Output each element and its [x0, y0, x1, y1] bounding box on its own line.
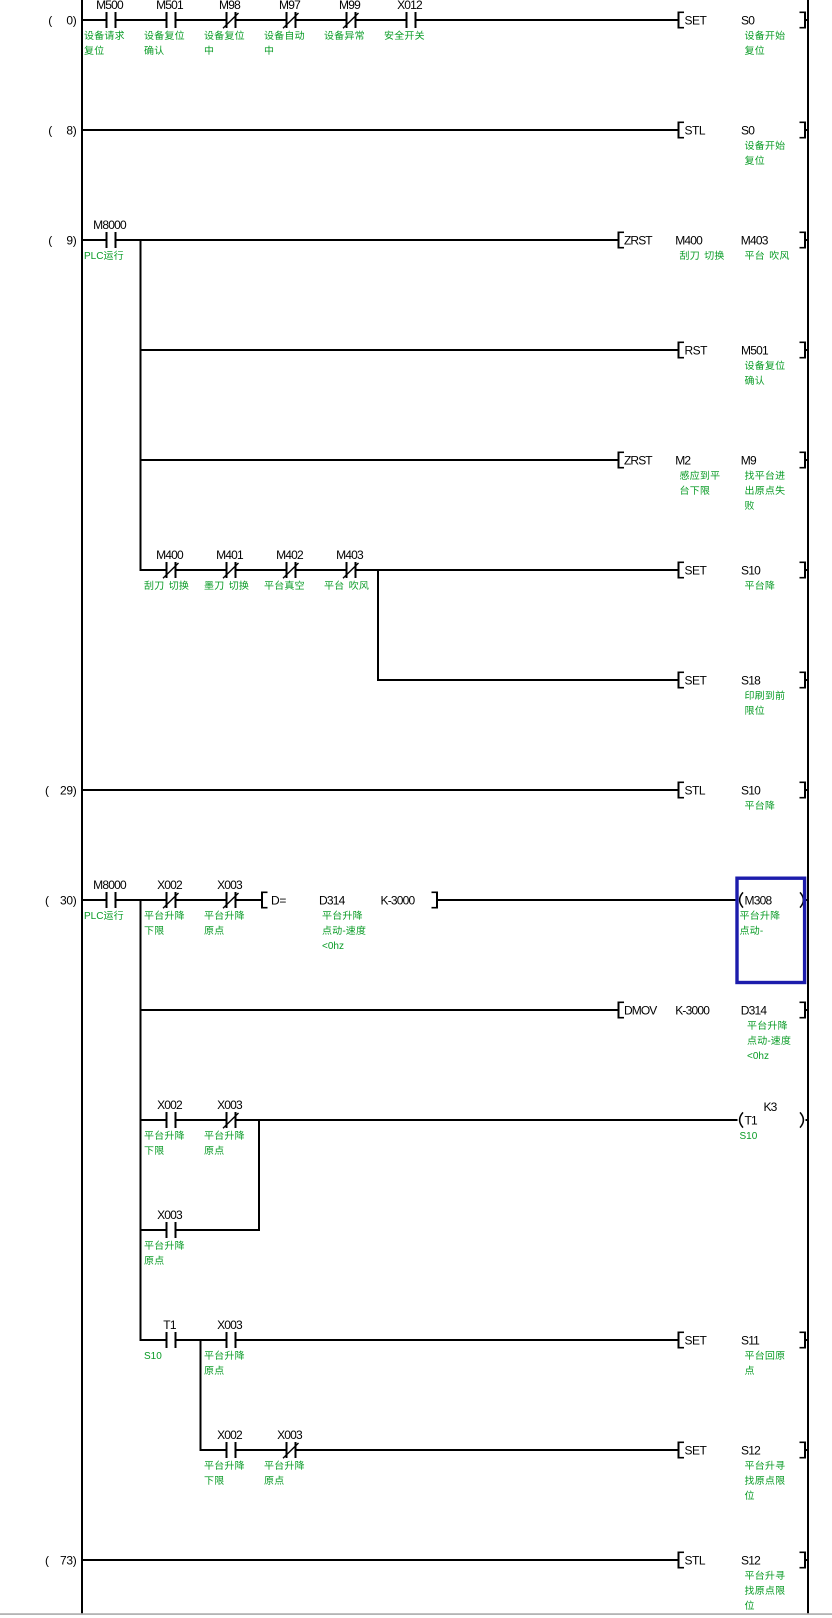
svg-text:SET: SET — [685, 674, 708, 688]
svg-text:PLC: PLC — [84, 251, 103, 262]
svg-text:ZRST: ZRST — [624, 234, 653, 248]
svg-text:<0hz: <0hz — [747, 1051, 769, 1062]
svg-text:X002: X002 — [157, 878, 183, 892]
svg-text:S10: S10 — [740, 1131, 758, 1142]
svg-text:0): 0) — [66, 14, 76, 28]
svg-text:ZRST: ZRST — [624, 454, 653, 468]
svg-text:S10: S10 — [741, 784, 761, 798]
svg-text:D=: D= — [271, 894, 286, 908]
svg-text:SET: SET — [685, 1444, 708, 1458]
svg-text:8): 8) — [66, 124, 76, 138]
svg-text:(: ( — [45, 784, 49, 798]
svg-text:30): 30) — [60, 894, 77, 908]
svg-text:M308: M308 — [745, 894, 773, 908]
svg-text:SET: SET — [685, 564, 708, 578]
svg-text:(: ( — [48, 14, 52, 28]
svg-text:(: ( — [48, 124, 52, 138]
svg-text:STL: STL — [685, 1554, 706, 1568]
svg-text:(: ( — [45, 1554, 49, 1568]
svg-text:DMOV: DMOV — [624, 1004, 657, 1018]
svg-text:K-3000: K-3000 — [675, 1004, 710, 1018]
svg-text:M500: M500 — [96, 0, 124, 12]
svg-text:STL: STL — [685, 124, 706, 138]
svg-text:S10: S10 — [741, 564, 761, 578]
svg-text:-: - — [767, 1036, 770, 1047]
svg-text:S12: S12 — [741, 1554, 761, 1568]
svg-text:RST: RST — [685, 344, 709, 358]
svg-text:(: ( — [48, 234, 52, 248]
svg-text:X012: X012 — [397, 0, 423, 12]
svg-text:X003: X003 — [277, 1428, 303, 1442]
svg-text:M501: M501 — [156, 0, 184, 12]
svg-text:PLC: PLC — [84, 911, 103, 922]
svg-text:S18: S18 — [741, 674, 761, 688]
svg-text:S0: S0 — [741, 14, 755, 28]
svg-text:SET: SET — [685, 14, 708, 28]
svg-text:M401: M401 — [216, 548, 244, 562]
svg-text:K3: K3 — [763, 1100, 777, 1114]
svg-text:M403: M403 — [741, 234, 769, 248]
svg-text:S10: S10 — [144, 1351, 162, 1362]
svg-text:M8000: M8000 — [93, 218, 127, 232]
svg-text:M400: M400 — [675, 234, 703, 248]
svg-text:-: - — [342, 926, 345, 937]
svg-text:T1: T1 — [163, 1318, 177, 1332]
svg-text:M9: M9 — [741, 454, 757, 468]
svg-text:D314: D314 — [319, 894, 346, 908]
svg-text:X002: X002 — [217, 1428, 243, 1442]
svg-text:S0: S0 — [741, 124, 755, 138]
svg-text:M98: M98 — [219, 0, 241, 12]
svg-text:73): 73) — [60, 1554, 77, 1568]
svg-text:S12: S12 — [741, 1444, 761, 1458]
svg-text:-: - — [760, 926, 763, 937]
svg-text:X003: X003 — [217, 878, 243, 892]
svg-text:M2: M2 — [675, 454, 691, 468]
svg-text:SET: SET — [685, 1334, 708, 1348]
svg-text:<0hz: <0hz — [322, 941, 344, 952]
svg-text:M97: M97 — [279, 0, 301, 12]
svg-text:T1: T1 — [745, 1114, 759, 1128]
svg-text:M400: M400 — [156, 548, 184, 562]
svg-text:M403: M403 — [336, 548, 364, 562]
svg-text:29): 29) — [60, 784, 77, 798]
svg-text:M99: M99 — [339, 0, 361, 12]
svg-text:D314: D314 — [741, 1004, 768, 1018]
svg-text:9): 9) — [66, 234, 76, 248]
svg-text:X003: X003 — [217, 1098, 243, 1112]
svg-text:M8000: M8000 — [93, 878, 127, 892]
svg-text:(: ( — [45, 894, 49, 908]
svg-text:S11: S11 — [741, 1334, 760, 1348]
svg-text:K-3000: K-3000 — [381, 894, 416, 908]
svg-text:X002: X002 — [157, 1098, 183, 1112]
svg-text:M501: M501 — [741, 344, 769, 358]
svg-text:X003: X003 — [217, 1318, 243, 1332]
svg-text:X003: X003 — [157, 1208, 183, 1222]
svg-text:STL: STL — [685, 784, 706, 798]
svg-text:M402: M402 — [276, 548, 304, 562]
